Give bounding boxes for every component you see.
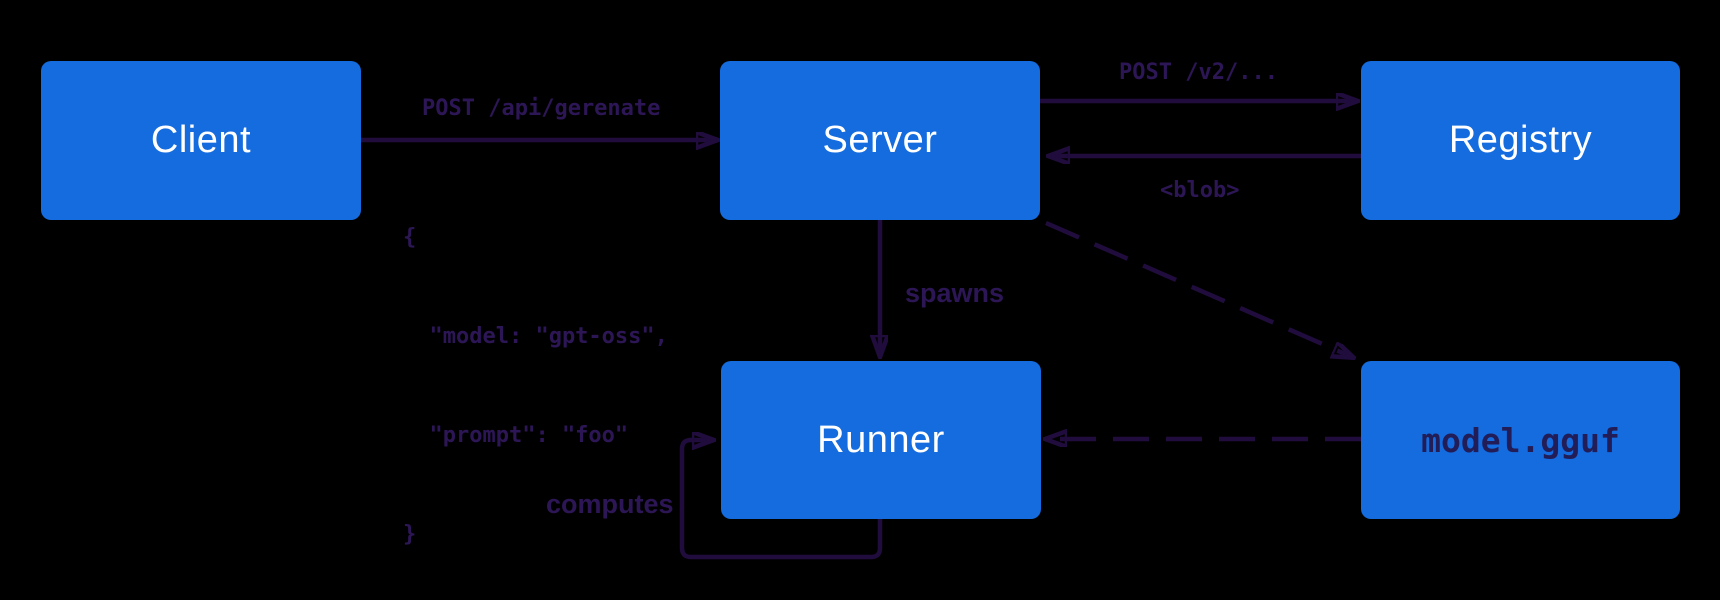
edge-server-model-dashed-arrow xyxy=(1045,220,1352,357)
node-server: Server xyxy=(720,61,1040,220)
node-client-label: Client xyxy=(150,119,252,161)
request-body-code-block: { "model: "gpt-oss", "prompt": "foo" } xyxy=(403,155,668,600)
edge-label-post-v2: POST /v2/... xyxy=(1119,60,1278,85)
node-registry: Registry xyxy=(1361,61,1680,220)
code-line: "model: "gpt-oss", xyxy=(403,324,668,349)
edge-label-blob: <blob> xyxy=(1160,178,1240,203)
node-registry-label: Registry xyxy=(1448,119,1593,161)
node-runner: Runner xyxy=(721,361,1041,519)
code-line: { xyxy=(403,225,417,250)
node-client: Client xyxy=(41,61,361,220)
node-runner-label: Runner xyxy=(817,418,945,461)
edge-runner-self-loop-arrow xyxy=(679,440,883,560)
code-line: } xyxy=(403,522,417,547)
node-model-gguf-label: model.gguf xyxy=(1421,420,1620,460)
edge-label-computes: computes xyxy=(546,489,674,519)
code-line: "prompt": "foo" xyxy=(403,423,629,448)
edge-label-post-api-generate: POST /api/gerenate xyxy=(422,96,661,121)
node-model-gguf: model.gguf xyxy=(1361,361,1680,519)
node-server-label: Server xyxy=(822,119,938,161)
edge-label-spawns: spawns xyxy=(905,278,1005,308)
